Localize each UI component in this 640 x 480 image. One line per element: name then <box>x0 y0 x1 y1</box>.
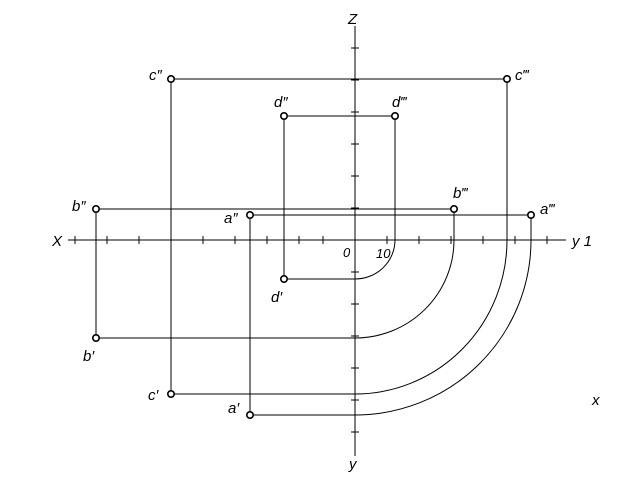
projection-lines-a <box>249 214 532 416</box>
label-c-front: c″ <box>149 67 163 84</box>
label-a-side: a‴ <box>540 201 555 218</box>
axis-label-y: y <box>348 456 358 473</box>
point-d-side <box>390 112 399 121</box>
point-a-side <box>526 211 535 220</box>
point-b-top <box>92 333 101 342</box>
label-d-side: d‴ <box>392 94 407 111</box>
label-c-top: c′ <box>148 387 160 404</box>
axis-label-x: X <box>51 233 63 250</box>
label-d-top: d′ <box>271 289 283 306</box>
label-b-side: b‴ <box>453 185 468 202</box>
label-d-front: d″ <box>274 94 288 111</box>
point-c-top <box>167 389 176 398</box>
point-c-front <box>167 75 176 84</box>
point-a-top <box>246 410 255 419</box>
projection-lines-d <box>283 115 396 280</box>
point-d-top <box>279 274 288 283</box>
scale-label: 10 <box>376 246 391 261</box>
label-a-front: a″ <box>224 210 238 227</box>
label-c-side: c‴ <box>515 67 530 84</box>
label-b-top: b′ <box>83 348 95 365</box>
point-a-front <box>246 211 255 220</box>
axis-label-y1: y 1 <box>571 233 592 250</box>
label-b-front: b″ <box>72 198 86 215</box>
label-a-top: a′ <box>228 400 240 417</box>
stray-label: x <box>591 392 600 409</box>
point-b-side <box>449 205 458 214</box>
projection-lines-b <box>95 208 455 339</box>
point-b-front <box>92 205 101 214</box>
point-d-front <box>279 112 288 121</box>
point-c-side <box>502 75 511 84</box>
vertical-axis-ticks <box>351 47 359 433</box>
projection-lines-c <box>170 78 508 395</box>
axis-label-z: Z <box>347 11 358 28</box>
origin-label: 0 <box>343 245 351 260</box>
